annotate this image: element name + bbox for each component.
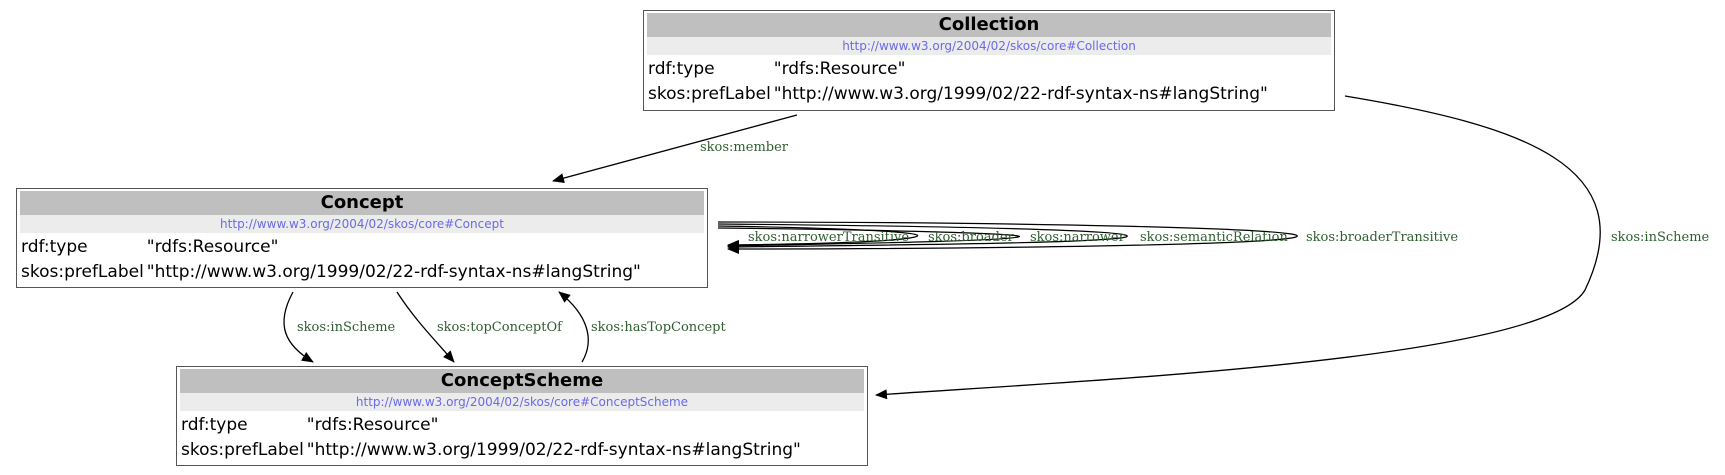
property-value: "rdfs:Resource" xyxy=(773,59,906,79)
edge-semantic-relation xyxy=(717,221,1298,254)
edge-label-broader: skos:broader xyxy=(928,230,1015,245)
property-row: skos:prefLabel "http://www.w3.org/1999/0… xyxy=(20,260,643,285)
property-value: "http://www.w3.org/1999/02/22-rdf-syntax… xyxy=(146,262,641,282)
concept-properties: rdf:type "rdfs:Resource" skos:prefLabel … xyxy=(20,235,643,285)
property-row: rdf:type "rdfs:Resource" xyxy=(180,413,803,438)
property-row: rdf:type "rdfs:Resource" xyxy=(20,235,643,260)
conceptscheme-title: ConceptScheme xyxy=(180,369,864,393)
concept-node: Concept http://www.w3.org/2004/02/skos/c… xyxy=(16,188,708,288)
edge-narrower xyxy=(717,223,1128,252)
collection-title: Collection xyxy=(647,13,1331,37)
conceptscheme-node: ConceptScheme http://www.w3.org/2004/02/… xyxy=(176,366,868,466)
collection-node: Collection http://www.w3.org/2004/02/sko… xyxy=(643,10,1335,111)
property-value: "http://www.w3.org/1999/02/22-rdf-syntax… xyxy=(306,440,801,460)
property-row: skos:prefLabel "http://www.w3.org/1999/0… xyxy=(180,438,803,463)
property-key: skos:prefLabel xyxy=(648,84,771,104)
edge-label-top-concept-of: skos:topConceptOf xyxy=(437,320,563,335)
property-key: rdf:type xyxy=(21,237,88,257)
edge-broader xyxy=(717,227,1021,251)
property-row: rdf:type "rdfs:Resource" xyxy=(647,57,1270,82)
edge-label-collection-inscheme: skos:inScheme xyxy=(1611,230,1710,245)
edge-label-broader-transitive: skos:broaderTransitive xyxy=(1306,230,1458,245)
edge-label-concept-inscheme: skos:inScheme xyxy=(297,320,396,335)
conceptscheme-uri: http://www.w3.org/2004/02/skos/core#Conc… xyxy=(180,393,864,411)
property-value: "rdfs:Resource" xyxy=(306,415,439,435)
edge-collection-inscheme xyxy=(875,95,1601,400)
concept-uri: http://www.w3.org/2004/02/skos/core#Conc… xyxy=(20,215,704,233)
property-value: "http://www.w3.org/1999/02/22-rdf-syntax… xyxy=(773,84,1268,104)
property-key: skos:prefLabel xyxy=(181,440,304,460)
property-key: rdf:type xyxy=(181,415,248,435)
edge-top-concept-of xyxy=(396,291,455,363)
edge-has-top-concept xyxy=(558,291,589,363)
edge-label-has-top-concept: skos:hasTopConcept xyxy=(591,320,726,335)
property-row: skos:prefLabel "http://www.w3.org/1999/0… xyxy=(647,82,1270,107)
conceptscheme-properties: rdf:type "rdfs:Resource" skos:prefLabel … xyxy=(180,413,803,463)
collection-uri: http://www.w3.org/2004/02/skos/core#Coll… xyxy=(647,37,1331,55)
edge-label-semantic-relation: skos:semanticRelation xyxy=(1140,230,1289,245)
concept-title: Concept xyxy=(20,191,704,215)
edge-concept-inscheme xyxy=(283,291,314,363)
edge-label-narrower: skos:narrower xyxy=(1030,230,1126,245)
edge-member xyxy=(552,114,798,183)
property-key: skos:prefLabel xyxy=(21,262,144,282)
property-value: "rdfs:Resource" xyxy=(146,237,279,257)
edge-label-narrower-transitive: skos:narrowerTransitive xyxy=(748,230,909,245)
collection-properties: rdf:type "rdfs:Resource" skos:prefLabel … xyxy=(647,57,1270,107)
edge-narrower-transitive xyxy=(717,225,919,250)
edge-label-member: skos:member xyxy=(700,140,789,155)
property-key: rdf:type xyxy=(648,59,715,79)
